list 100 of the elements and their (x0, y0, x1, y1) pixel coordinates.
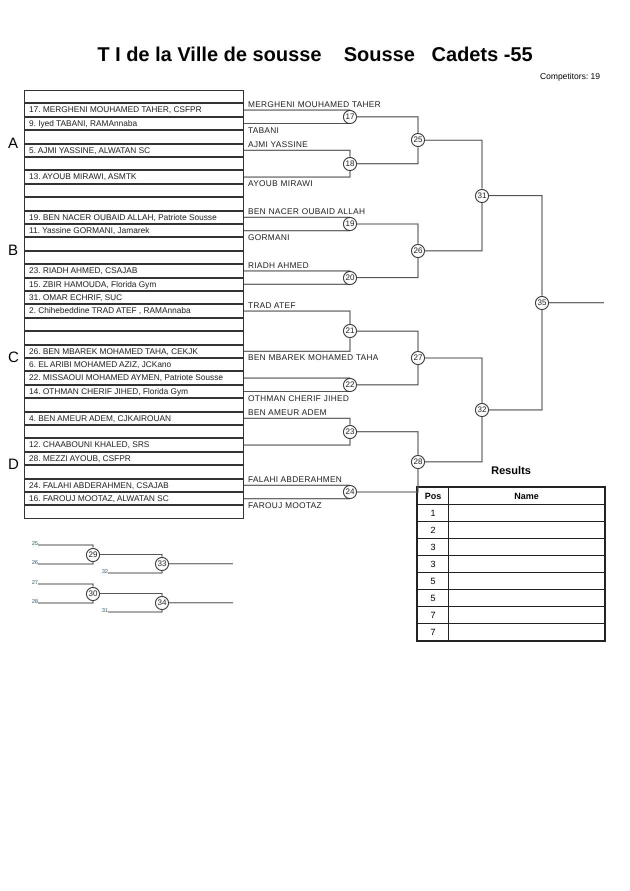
match-number: 25 (411, 133, 425, 148)
competitor-entry: 28. MEZZI AYOUB, CSFPR (24, 452, 244, 466)
bracket-line (357, 258, 419, 278)
pool-letter: C (8, 349, 19, 366)
position-cell: 3 (417, 538, 448, 556)
position-cell: 1 (417, 504, 448, 522)
empty-slot (24, 197, 244, 211)
match-number: 30 (86, 586, 100, 600)
empty-slot (24, 90, 244, 104)
bracket-line (100, 554, 163, 557)
position-cell: 7 (417, 606, 448, 624)
bracket-line (169, 602, 233, 604)
bracket-line (244, 170, 351, 178)
empty-slot (24, 398, 244, 412)
bracket-line (357, 330, 419, 351)
competitor-count: Competitors: 19 (540, 71, 600, 81)
match-number: 19 (343, 217, 357, 231)
competitor-entry: 19. BEN NACER OUBAID ALLAH, Patriote Sousse (24, 210, 244, 224)
edge-label: GORMANI (248, 232, 290, 242)
bracket-line (169, 563, 233, 564)
competitor-entry: 17. MERGHENI MOUHAMED TAHER, CSFPR (24, 103, 244, 117)
match-number: 26 (411, 244, 425, 258)
edge-label: MERGHENI MOUHAMED TAHER (248, 99, 381, 110)
competitor-entry: 9. Iyed TABANI, RAMAnnaba (24, 116, 244, 130)
results-heading: Results (490, 465, 532, 477)
competitor-entry: 14. OTHMAN CHERIF JIHED, Florida Gym (24, 384, 244, 398)
competitor-entry: 16. FAROUJ MOOTAZ, ALWATAN SC (24, 492, 244, 506)
competitor-entry: 5. AJMI YASSINE, ALWATAN SC (24, 144, 244, 157)
empty-slot (24, 425, 244, 438)
competitor-entry: 26. BEN MBAREK MOHAMED TAHA, CEKJK (24, 344, 244, 358)
bracket-line (357, 468, 419, 493)
competitor-entry: 24. FALAHI ABDERAHMEN, CSAJAB (24, 478, 244, 492)
bracket-line (38, 600, 94, 604)
bracket-line (244, 150, 351, 157)
bracket-line (244, 270, 351, 272)
competitor-entry: 4. BEN AMEUR ADEM, CJKAIROUAN (24, 412, 244, 425)
position-cell: 3 (417, 556, 448, 572)
competitor-entry: 22. MISSAOUI MOHAMED AYMEN, Patriote Sousse (24, 371, 244, 385)
bracket-line (244, 338, 351, 352)
empty-slot (24, 157, 244, 170)
match-number: 31 (475, 188, 489, 203)
bracket-line (489, 310, 543, 410)
bracket-line (425, 357, 483, 403)
empty-slot (24, 130, 244, 144)
match-number: 21 (343, 324, 357, 338)
match-number: 22 (343, 378, 357, 392)
bracket-line (357, 365, 419, 386)
position-cell: 5 (417, 572, 448, 590)
match-number: 23 (343, 424, 357, 439)
bracket-line (244, 377, 351, 379)
bracket-line (489, 194, 543, 296)
empty-slot (24, 237, 244, 251)
bracket-line (244, 230, 351, 232)
edge-label: OTHMAN CHERIF JIHED (248, 392, 350, 402)
competitor-entry: 13. AYOUB MIRAWI, ASMTK (24, 170, 244, 184)
bracket-line (425, 416, 483, 462)
competitor-entry: 31. OMAR ECHRIF, SUC (24, 291, 244, 304)
empty-slot (24, 184, 244, 198)
edge-label: FAROUJ MOOTAZ (248, 500, 322, 510)
match-number: 24 (343, 485, 357, 499)
position-cell: 2 (417, 522, 448, 538)
bracket-line (108, 570, 163, 574)
bracket-line (357, 223, 419, 244)
edge-label: TRAD ATEF (248, 300, 296, 310)
edge-label: RIADH AHMED (248, 260, 309, 270)
bracket-line (38, 562, 94, 565)
edge-label: BEN NACER OUBAID ALLAH (248, 206, 366, 216)
empty-slot (24, 331, 244, 345)
pool-letter: B (8, 242, 18, 259)
bracket-line (357, 147, 419, 164)
bracket-line (38, 583, 94, 586)
edge-label: AJMI YASSINE (248, 139, 308, 150)
match-number: 28 (411, 454, 425, 469)
bracket-line (38, 544, 94, 548)
match-number: 20 (343, 270, 357, 285)
competitor-entry: 23. RIADH AHMED, CSAJAB (24, 264, 244, 278)
match-number: 27 (411, 351, 425, 365)
edge-label: BEN AMEUR ADEM (248, 407, 327, 418)
bracket-line (244, 498, 351, 500)
match-number: 17 (343, 110, 357, 124)
match-number: 34 (155, 596, 169, 610)
column-header: Pos (417, 487, 448, 504)
edge-label: AYOUB MIRAWI (248, 178, 313, 188)
bracket-line (244, 109, 351, 111)
competitor-entry: 15. ZBIR HAMOUDA, Florida Gym (24, 278, 244, 291)
empty-slot (24, 465, 244, 479)
empty-slot (24, 505, 244, 519)
empty-slot (24, 250, 244, 264)
competitor-entry: 12. CHAABOUNI KHALED, SRS (24, 438, 244, 452)
pool-letter: D (8, 456, 19, 474)
empty-slot (24, 318, 244, 332)
bracket-line (244, 438, 351, 446)
match-number: 35 (535, 296, 549, 310)
bracket-line (357, 116, 419, 134)
competitor-entry: 6. EL ARIBI MOHAMED AZIZ, JCKano (24, 358, 244, 372)
edge-label: TABANI (248, 124, 280, 134)
bracket-line (425, 202, 483, 252)
match-number: 32 (475, 402, 489, 417)
competitor-entry: 11. Yassine GORMANI, Jamarek (24, 224, 244, 238)
match-number: 33 (155, 556, 169, 571)
